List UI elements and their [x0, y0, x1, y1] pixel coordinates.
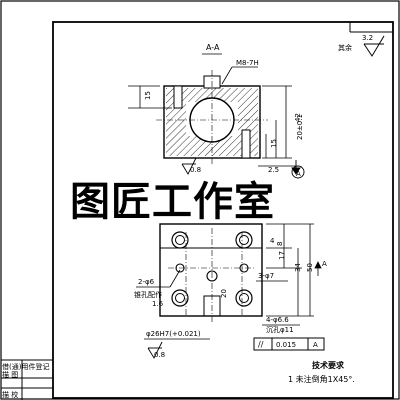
side-table-row3: 描 校 — [2, 390, 18, 399]
pin-center — [206, 270, 218, 282]
tolerance-value: 0.015 — [276, 341, 296, 349]
holes-left-label: 2-φ6 — [138, 278, 155, 286]
hole-br — [235, 289, 253, 307]
hole-bl — [171, 289, 189, 307]
side-table-row2: 描 图 — [2, 370, 18, 379]
watermark: 图匠工作室 — [70, 179, 275, 225]
tolerance-datum: A — [313, 341, 318, 349]
dim-15-right: 15 — [270, 139, 278, 148]
side-table-row1: 借(通)用件登记 — [2, 362, 49, 371]
plan-body — [159, 223, 263, 322]
section-roughness: 0.8 — [190, 166, 201, 174]
plan-dim-8: 8 — [276, 242, 284, 246]
dim-15-left: 15 — [144, 91, 152, 100]
holes-left-note: 锥孔配作 — [134, 290, 162, 299]
tech-item-1: 1 未注倒角1X45°. — [288, 374, 355, 384]
thread-label: M8-7H — [236, 59, 259, 67]
tolerance-symbol: // — [258, 340, 264, 349]
section-datum: A — [296, 170, 301, 178]
dim-2-5: 2.5 — [268, 166, 279, 174]
inner-frame — [52, 21, 394, 399]
roughness-symbol-rest — [363, 35, 385, 57]
holes-4-label: 4-φ6.6 — [266, 316, 289, 324]
counterbore-label: 沉孔φ11 — [266, 326, 294, 334]
plan-dim-16: 1.6 — [152, 300, 164, 308]
plan-dim-4: 4 — [270, 237, 275, 245]
plan-dim-20: 20 — [220, 289, 228, 298]
holes-right-label: 3-φ7 — [258, 272, 274, 280]
tolerance-frame — [253, 337, 325, 351]
hole-tl — [171, 231, 189, 249]
plan-view-arrow: A — [322, 260, 327, 268]
dim-20-tol: 20±0.1 — [296, 114, 304, 140]
tech-heading: 技术要求 — [312, 360, 345, 370]
section-label: A-A — [206, 43, 220, 52]
bore-label: φ26H7(+0.021) — [146, 330, 201, 338]
plan-dim-50: 50 — [306, 263, 314, 272]
plan-roughness: 0.8 — [154, 351, 165, 359]
plan-dim-34: 34 — [294, 263, 302, 272]
plan-dim-17: 17 — [278, 251, 286, 260]
hole-tr — [235, 231, 253, 249]
dim-42: 42 — [294, 113, 302, 122]
side-table — [1, 359, 53, 400]
roughness-rest-label: 其余 — [338, 43, 352, 52]
roughness-value: 3.2 — [362, 34, 373, 42]
section-body — [156, 70, 268, 164]
